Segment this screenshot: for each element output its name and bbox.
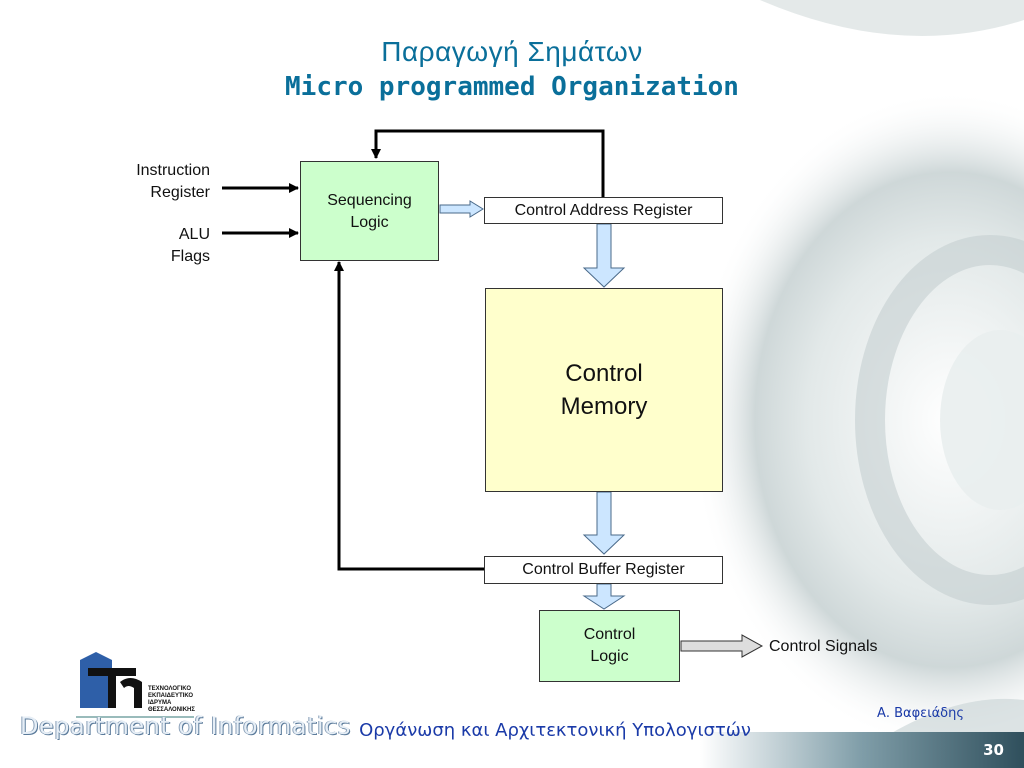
- buffer-feedback-line: [334, 261, 484, 571]
- control-address-register-box: Control Address Register: [484, 197, 723, 224]
- car-to-memory-arrow: [582, 223, 626, 288]
- author-name: Α. Βαφειάδης: [876, 706, 964, 721]
- control-signals-label: Control Signals: [769, 638, 878, 655]
- logo-text: ΤΕΧΝΟΛΟΓΙΚΟ ΕΚΠΑΙΔΕΥΤΙΚΟ ΙΔΡΥΜΑ ΘΕΣΣΑΛΟΝ…: [148, 686, 195, 713]
- logic-to-signals-arrow: [680, 634, 764, 658]
- address-feedback-line: [371, 129, 605, 197]
- control-logic-box: Control Logic: [539, 610, 680, 682]
- slide-title-greek: Παραγωγή Σημάτων: [381, 36, 643, 67]
- instruction-register-label: Instruction Register: [136, 162, 210, 201]
- sequencing-logic-box: Sequencing Logic: [300, 161, 439, 261]
- control-memory-box: Control Memory: [485, 288, 723, 492]
- alu-flags-label: ALU Flags: [170, 226, 210, 265]
- department-name: Department of Informatics: [20, 712, 351, 740]
- tei-logo: [76, 652, 194, 718]
- cbr-to-logic-arrow: [582, 583, 626, 610]
- control-buffer-register-box: Control Buffer Register: [484, 556, 723, 584]
- course-title: Οργάνωση και Αρχιτεκτονική Υπολογιστών: [359, 720, 751, 741]
- memory-to-cbr-arrow: [582, 491, 626, 555]
- slide-title: Micro programmed Organization: [285, 72, 739, 102]
- page-number: 30: [983, 741, 1004, 759]
- seq-to-car-arrow: [439, 200, 484, 218]
